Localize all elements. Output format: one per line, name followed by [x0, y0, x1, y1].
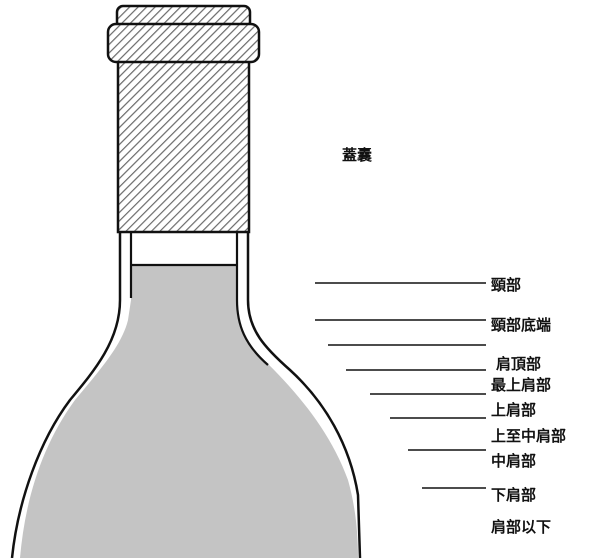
label-low-shoulder: 下肩部 [491, 486, 537, 504]
label-neck: 頸部 [491, 276, 522, 294]
label-bottom-neck: 頸部底端 [491, 316, 552, 334]
label-high-shoulder: 上肩部 [491, 401, 537, 419]
label-below-shoulder: 肩部以下 [491, 518, 552, 536]
label-very-high-shoulder: 最上肩部 [491, 376, 552, 394]
capsule-ring [106, 22, 261, 64]
wine-fill [20, 265, 358, 558]
capsule-body [116, 58, 251, 234]
label-mid-shoulder: 中肩部 [491, 452, 537, 470]
label-upper-mid-shoulder: 上至中肩部 [491, 427, 567, 445]
bottle-outline-right [246, 230, 362, 558]
label-top-shoulder: 肩頂部 [496, 355, 542, 373]
bottle-outline [10, 230, 122, 558]
capsule-label: 蓋囊 [342, 146, 373, 164]
neck-inner-right [235, 230, 269, 366]
